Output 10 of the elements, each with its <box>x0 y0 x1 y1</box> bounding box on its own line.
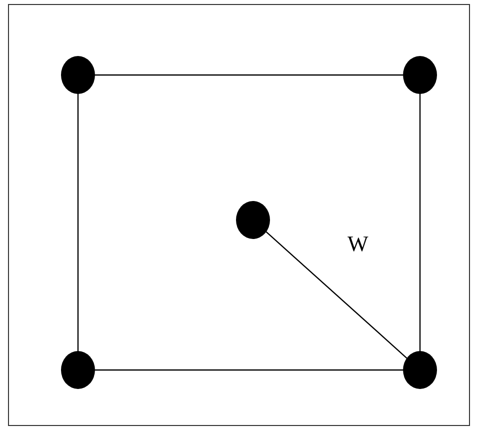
node-dot <box>236 201 270 239</box>
node-dot <box>403 351 437 389</box>
connector-line <box>95 74 403 76</box>
connector-line <box>77 92 79 353</box>
connector-line <box>419 92 421 353</box>
node-dot <box>61 56 95 94</box>
connector-line <box>95 369 403 371</box>
node-dot <box>403 56 437 94</box>
connector-line <box>265 230 408 360</box>
node-dot <box>61 351 95 389</box>
